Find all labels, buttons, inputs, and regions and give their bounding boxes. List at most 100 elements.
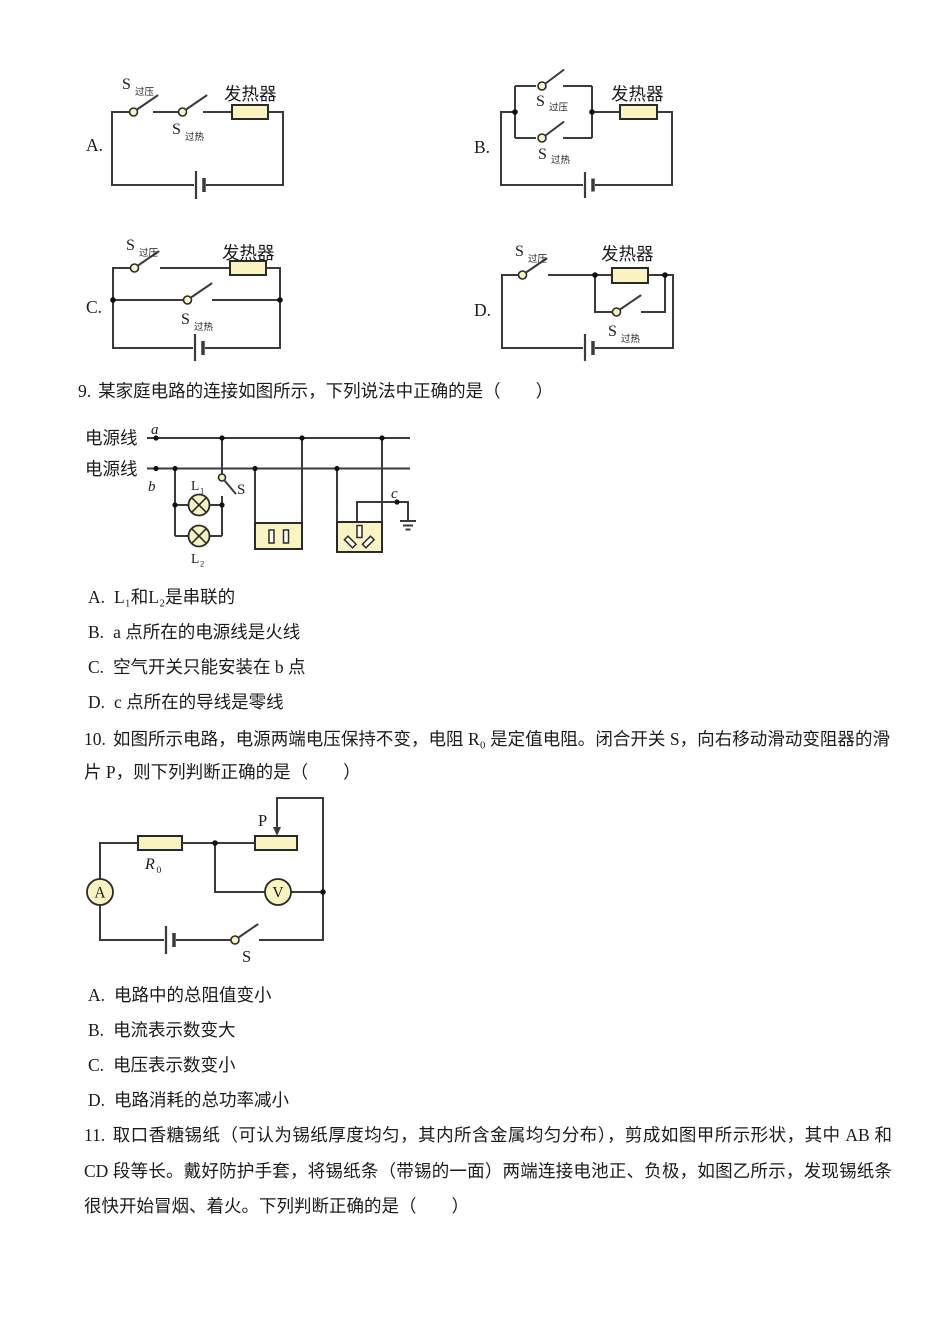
heater-label: 发热器 xyxy=(601,244,654,264)
wire xyxy=(112,267,281,349)
lamp-l1-icon xyxy=(187,493,211,517)
option-row: A. L₁和L₂是串联的 xyxy=(88,580,306,615)
lamp2-sub: 2 xyxy=(200,559,204,569)
option-label: D. xyxy=(88,1090,106,1110)
circuit-option-b: S 过压 S 过热 发热器 B. xyxy=(474,69,673,198)
option-label: B. xyxy=(88,1020,105,1040)
wire xyxy=(501,274,674,349)
switch-overvoltage-label: S xyxy=(122,76,131,93)
question-10-text: 如图所示电路，电源两端电压保持不变，电阻 R₀ 是定值电阻。闭合开关 S，向右移… xyxy=(84,729,890,782)
heater-resistor xyxy=(619,104,658,120)
option-row: D.c 点所在的导线是零线 xyxy=(88,685,306,720)
switch-s-label: S xyxy=(242,947,251,966)
question-11-text: 取口香糖锡纸（可认为锡纸厚度均匀，其内所含金属均匀分布），剪成如图甲所示形状，其… xyxy=(84,1125,892,1216)
voltmeter-icon: V xyxy=(264,878,292,906)
heater-label: 发热器 xyxy=(224,84,277,104)
battery-icon xyxy=(583,172,595,198)
switch-overheat-sub: 过热 xyxy=(185,131,205,143)
heater-resistor xyxy=(229,260,267,276)
battery-icon xyxy=(193,334,205,361)
option-text: L₁和L₂是串联的 xyxy=(114,587,236,607)
option-label: C. xyxy=(88,657,105,677)
option-letter-c: C. xyxy=(86,297,102,317)
battery-icon xyxy=(194,171,206,199)
option-text: 电流表示数变大 xyxy=(113,1020,236,1040)
junction-dots xyxy=(153,435,400,508)
switch-overvoltage-icon xyxy=(537,69,565,91)
switch-overvoltage-sub: 过压 xyxy=(549,102,569,114)
heater-label: 发热器 xyxy=(222,243,275,263)
question-9: 9. 某家庭电路的连接如图所示，下列说法中正确的是（ ） xyxy=(78,381,553,401)
lamp-l2-icon xyxy=(187,524,211,548)
svg-text:V: V xyxy=(272,885,284,902)
household-circuit-diagram: 电源线 电源线 a b c S L 1 L 2 xyxy=(85,422,416,569)
switch-overvoltage-label: S xyxy=(536,93,545,110)
battery-icon xyxy=(583,334,595,361)
switch-overheat-label: S xyxy=(172,121,181,138)
heater-resistor xyxy=(611,267,649,284)
lamp1-sub: 1 xyxy=(200,486,204,496)
option-label: B. xyxy=(88,622,105,642)
option-row: D. 电路消耗的总功率减小 xyxy=(88,1083,289,1118)
switch-overheat-label: S xyxy=(181,311,190,328)
switch-overheat-label: S xyxy=(538,146,547,163)
switch-icon xyxy=(230,923,259,945)
question-10-number: 10. xyxy=(84,729,106,749)
wire xyxy=(111,111,284,186)
heater-resistor xyxy=(231,104,269,120)
point-a-label: a xyxy=(151,422,159,438)
option-text: a 点所在的电源线是火线 xyxy=(113,622,301,642)
option-label: A. xyxy=(88,587,106,607)
power-line-label-1: 电源线 xyxy=(85,428,138,448)
option-letter-a: A. xyxy=(86,135,103,155)
switch-overheat-icon xyxy=(611,294,642,317)
switch-overheat-icon xyxy=(182,282,213,305)
question-9-text: 某家庭电路的连接如图所示，下列说法中正确的是（ ） xyxy=(98,381,554,401)
option-label: A. xyxy=(88,985,106,1005)
ammeter-icon: A xyxy=(86,878,114,906)
fixed-resistor-r0 xyxy=(137,835,183,851)
r0-sub: 0 xyxy=(157,866,162,876)
point-b-label: b xyxy=(148,479,156,495)
circuit-option-d: S 过压 S 过热 发热器 D. xyxy=(474,243,674,361)
switch-s-label: S xyxy=(237,482,245,498)
option-row: B. 电流表示数变大 xyxy=(88,1013,289,1048)
rheostat-circuit-diagram: A V R 0 P S xyxy=(86,797,326,966)
slider-p-label: P xyxy=(258,811,267,830)
switch-overheat-icon xyxy=(537,121,565,143)
option-text: 空气开关只能安装在 b 点 xyxy=(113,657,306,677)
rheostat-body xyxy=(254,835,298,851)
slider-arrow-icon xyxy=(273,827,281,836)
wire xyxy=(99,797,324,941)
heater-label: 发热器 xyxy=(611,84,664,104)
switch-overheat-label: S xyxy=(608,323,617,340)
option-text: 电路中的总阻值变小 xyxy=(114,985,272,1005)
point-c-label: c xyxy=(391,486,398,502)
battery-icon xyxy=(164,926,176,954)
option-label: C. xyxy=(88,1055,105,1075)
r0-label: R xyxy=(144,856,155,873)
option-row: C. 空气开关只能安装在 b 点 xyxy=(88,650,306,685)
switch-overvoltage-sub: 过压 xyxy=(135,86,155,98)
svg-text:A: A xyxy=(94,885,106,902)
three-hole-socket-icon xyxy=(336,521,383,553)
ground-icon xyxy=(400,520,416,531)
switch-overvoltage-label: S xyxy=(126,237,135,254)
question-9-options: A. L₁和L₂是串联的 B. a 点所在的电源线是火线 C. 空气开关只能安装在 b… xyxy=(88,580,306,720)
switch-overheat-sub: 过热 xyxy=(194,321,214,333)
option-letter-d: D. xyxy=(474,300,491,320)
option-text: c 点所在的导线是零线 xyxy=(114,692,284,712)
switch-overvoltage-icon xyxy=(129,250,160,273)
option-text: 电路消耗的总功率减小 xyxy=(114,1090,290,1110)
option-row: B. a 点所在的电源线是火线 xyxy=(88,615,306,650)
question-9-number: 9. xyxy=(78,381,92,401)
option-row: A. 电路中的总阻值变小 xyxy=(88,978,289,1013)
option-row: C.电压表示数变小 xyxy=(88,1048,289,1083)
question-11: 11.取口香糖锡纸（可认为锡纸厚度均匀，其内所含金属均匀分布），剪成如图甲所示形… xyxy=(84,1118,892,1225)
option-letter-b: B. xyxy=(474,137,490,157)
switch-overvoltage-sub: 过压 xyxy=(528,253,548,265)
switch-overvoltage-icon xyxy=(517,257,548,280)
switch-overvoltage-label: S xyxy=(515,243,524,260)
power-line-label-2: 电源线 xyxy=(85,459,138,479)
